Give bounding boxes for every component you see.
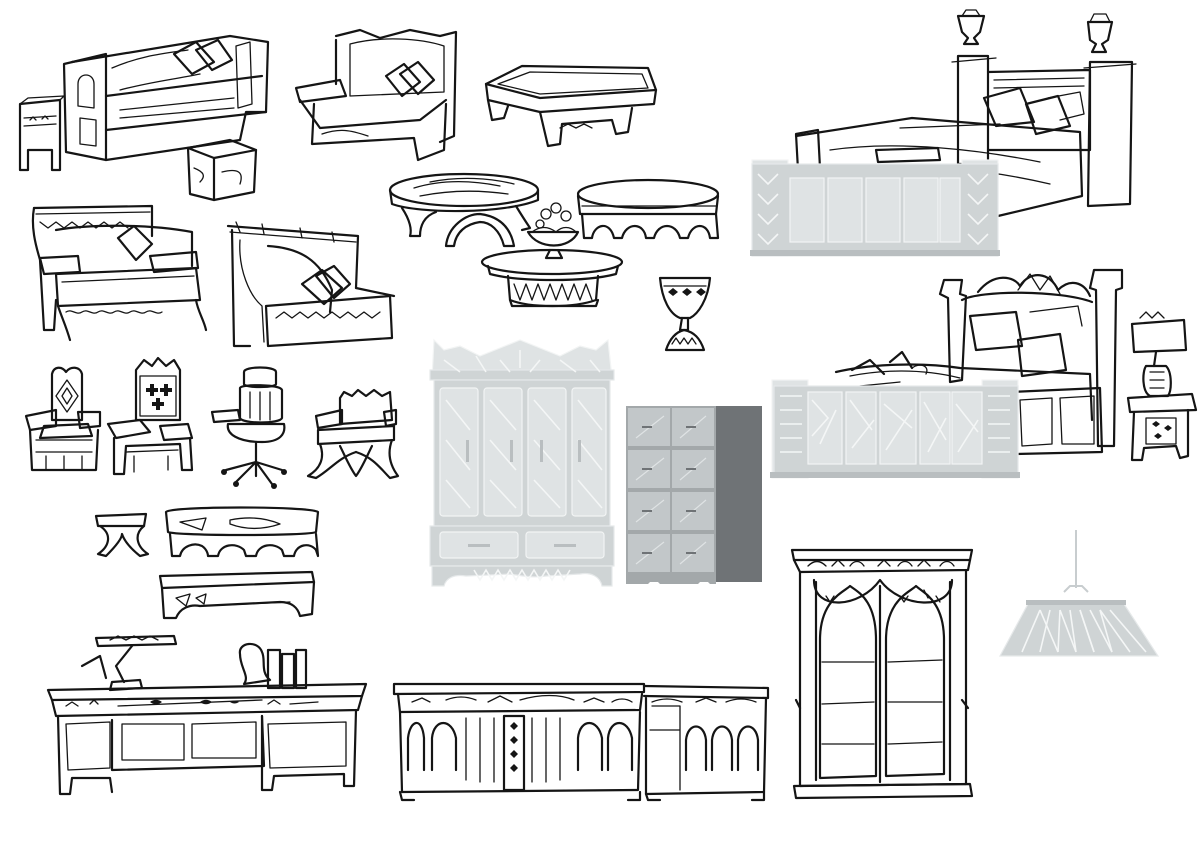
low-bench-sketch: [158, 570, 316, 620]
armchair-sketch: [24, 366, 102, 472]
goblet-sketch: [658, 276, 712, 352]
high-back-settee-sketch: [226, 221, 396, 348]
carved-loveseat-sketch: [31, 204, 208, 342]
footboard-gray-ornate: [770, 379, 1020, 479]
pendant-lamp-gray: [998, 530, 1160, 657]
x-frame-chair-sketch: [306, 388, 400, 480]
fruit-bowl-sketch: [526, 202, 580, 260]
oval-coffee-table-sketch: [388, 172, 540, 248]
wardrobe-gray: [429, 338, 615, 587]
round-coffee-table-sketch: [576, 178, 720, 240]
gothic-sideboard-sketch: [392, 682, 770, 802]
side-table-sketch: [18, 95, 65, 172]
gothic-bookcase-sketch: [790, 548, 974, 800]
writing-desk-sketch: [46, 634, 368, 796]
bed-with-nightstand-sketch: [834, 268, 1198, 462]
oval-side-table-sketch: [480, 248, 624, 308]
ottoman-sketch: [186, 138, 258, 202]
carved-bench-sketch: [164, 506, 320, 558]
tall-chest-gray: [626, 406, 762, 584]
coffee-table-sketch: [484, 64, 658, 148]
bed-footboard-gray: [750, 159, 1000, 257]
sofa-sketch: [62, 34, 270, 162]
throne-chair-sketch: [106, 356, 194, 476]
small-x-stool-sketch: [94, 512, 150, 558]
office-chair-sketch: [210, 366, 287, 489]
loveseat-sketch: [294, 28, 458, 162]
